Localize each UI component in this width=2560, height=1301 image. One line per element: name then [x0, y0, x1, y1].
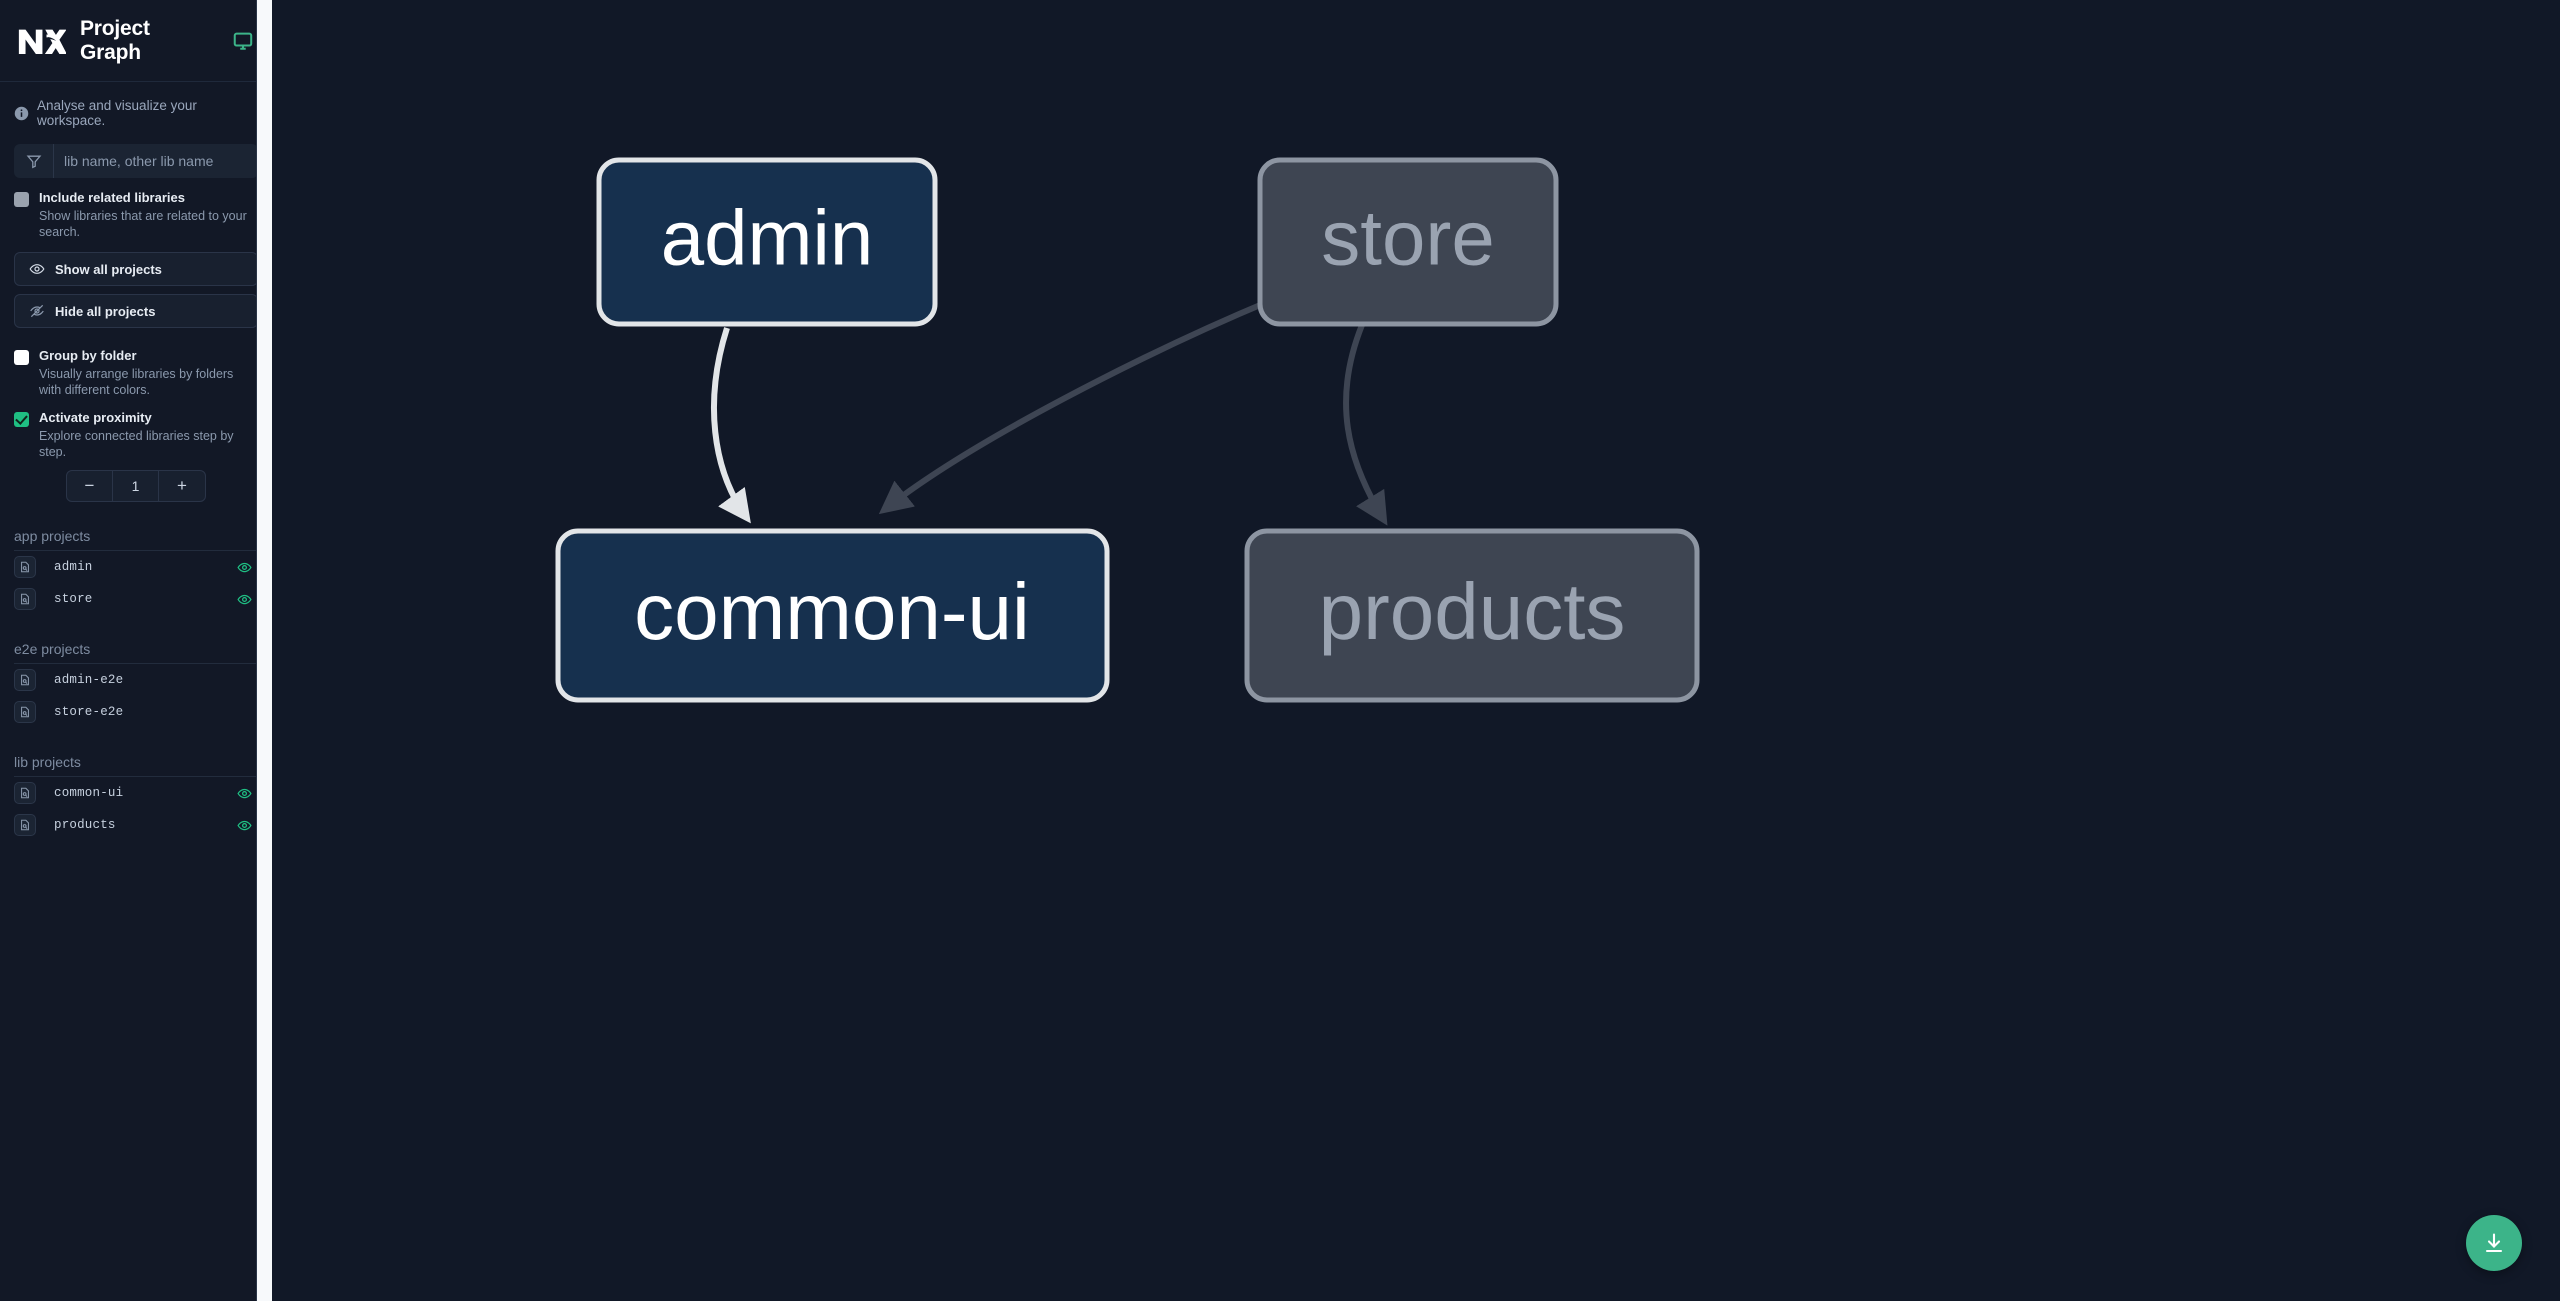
sidebar-scrollbar[interactable]	[256, 0, 272, 1301]
group-e2e-projects: e2e projects admin-e2e store-e2e	[0, 641, 272, 728]
nx-logo-icon	[14, 21, 67, 61]
include-related-libraries-description: Show libraries that are related to your …	[39, 209, 247, 239]
graph-node-admin[interactable]: admin	[596, 157, 938, 327]
page-title: Project Graph	[80, 16, 150, 64]
project-name-store: store	[54, 592, 93, 606]
show-all-projects-label: Show all projects	[55, 261, 162, 277]
filter-icon-wrap[interactable]	[14, 144, 54, 178]
edge-store-to-products	[1343, 323, 1388, 526]
tagline: Analyse and visualize your workspace.	[0, 82, 272, 140]
node-shape-common-ui[interactable]	[555, 528, 1110, 703]
project-file-icon	[14, 814, 36, 836]
group-by-folder-checkbox[interactable]	[14, 350, 29, 365]
group-by-folder-label: Group by folder	[39, 348, 137, 363]
project-row-admin-e2e[interactable]: admin-e2e	[14, 664, 258, 696]
tagline-text: Analyse and visualize your workspace.	[37, 98, 197, 128]
search-box[interactable]	[14, 144, 258, 178]
show-all-projects-button[interactable]: Show all projects	[14, 252, 258, 286]
download-graph-button[interactable]	[2466, 1215, 2522, 1271]
project-row-store[interactable]: store	[14, 583, 258, 615]
project-graph-svg: admin store common-ui products	[555, 157, 1700, 703]
bulk-visibility-buttons: Show all projects Hide all projects	[0, 240, 272, 328]
node-label-admin: admin	[661, 194, 873, 282]
node-label-common-ui: common-ui	[634, 567, 1030, 656]
option-activate-proximity[interactable]: Activate proximity Explore connected lib…	[0, 398, 272, 460]
project-name-products: products	[54, 818, 116, 832]
project-row-store-e2e[interactable]: store-e2e	[14, 696, 258, 728]
project-row-common-ui[interactable]: common-ui	[14, 777, 258, 809]
activate-proximity-checkbox[interactable]	[14, 412, 29, 427]
project-file-icon	[14, 556, 36, 578]
project-file-icon	[14, 782, 36, 804]
project-name-admin-e2e: admin-e2e	[54, 673, 124, 687]
search-input[interactable]	[54, 144, 258, 178]
node-shape-store[interactable]	[1257, 157, 1559, 327]
monitor-icon[interactable]	[232, 30, 254, 52]
proximity-value: 1	[113, 471, 159, 501]
node-shape-admin[interactable]	[596, 157, 938, 327]
project-visibility-eye-icon[interactable]	[237, 818, 252, 833]
eye-icon	[29, 261, 45, 277]
download-icon	[2482, 1231, 2506, 1255]
edge-store-to-common-ui	[878, 297, 1274, 515]
proximity-stepper-wrap: − 1 +	[0, 460, 272, 502]
group-title-lib-projects: lib projects	[14, 754, 258, 777]
project-file-icon	[14, 669, 36, 691]
info-icon	[14, 106, 29, 121]
sidebar-header: Project Graph	[0, 0, 272, 82]
graph-node-common-ui[interactable]: common-ui	[555, 528, 1110, 703]
activate-proximity-description: Explore connected libraries step by step…	[39, 429, 234, 459]
group-lib-projects: lib projects common-ui	[0, 754, 272, 841]
group-by-folder-description: Visually arrange libraries by folders wi…	[39, 367, 234, 397]
include-related-libraries-label: Include related libraries	[39, 190, 185, 205]
project-visibility-eye-icon[interactable]	[237, 786, 252, 801]
search-row	[0, 140, 272, 178]
project-visibility-eye-icon[interactable]	[237, 592, 252, 607]
include-related-libraries-checkbox[interactable]	[14, 192, 29, 207]
graph-edges	[711, 297, 1388, 526]
project-row-products[interactable]: products	[14, 809, 258, 841]
project-name-store-e2e: store-e2e	[54, 705, 124, 719]
graph-node-store[interactable]: store	[1257, 157, 1559, 327]
proximity-stepper[interactable]: − 1 +	[66, 470, 206, 502]
eye-off-icon	[29, 303, 45, 319]
group-app-projects: app projects admin	[0, 528, 272, 615]
graph-node-products[interactable]: products	[1244, 528, 1700, 703]
project-file-icon	[14, 701, 36, 723]
hide-all-projects-label: Hide all projects	[55, 303, 156, 319]
hide-all-projects-button[interactable]: Hide all projects	[14, 294, 258, 328]
option-include-related-libraries[interactable]: Include related libraries Show libraries…	[0, 178, 272, 240]
project-name-common-ui: common-ui	[54, 786, 124, 800]
project-visibility-eye-icon[interactable]	[237, 560, 252, 575]
group-title-app-projects: app projects	[14, 528, 258, 551]
proximity-decrement-button[interactable]: −	[67, 471, 113, 501]
option-group-by-folder[interactable]: Group by folder Visually arrange librari…	[0, 336, 272, 398]
node-label-products: products	[1319, 567, 1626, 656]
project-file-icon	[14, 588, 36, 610]
activate-proximity-label: Activate proximity	[39, 410, 152, 425]
project-row-admin[interactable]: admin	[14, 551, 258, 583]
project-name-admin: admin	[54, 560, 93, 574]
filter-icon	[26, 153, 42, 169]
graph-canvas[interactable]: admin store common-ui products	[272, 0, 2560, 1301]
node-label-store: store	[1321, 194, 1494, 282]
edge-admin-to-common-ui	[711, 327, 751, 524]
sidebar: Project Graph Analyse and visualize your…	[0, 0, 272, 1301]
group-title-e2e-projects: e2e projects	[14, 641, 258, 664]
proximity-increment-button[interactable]: +	[159, 471, 205, 501]
node-shape-products[interactable]	[1244, 528, 1700, 703]
